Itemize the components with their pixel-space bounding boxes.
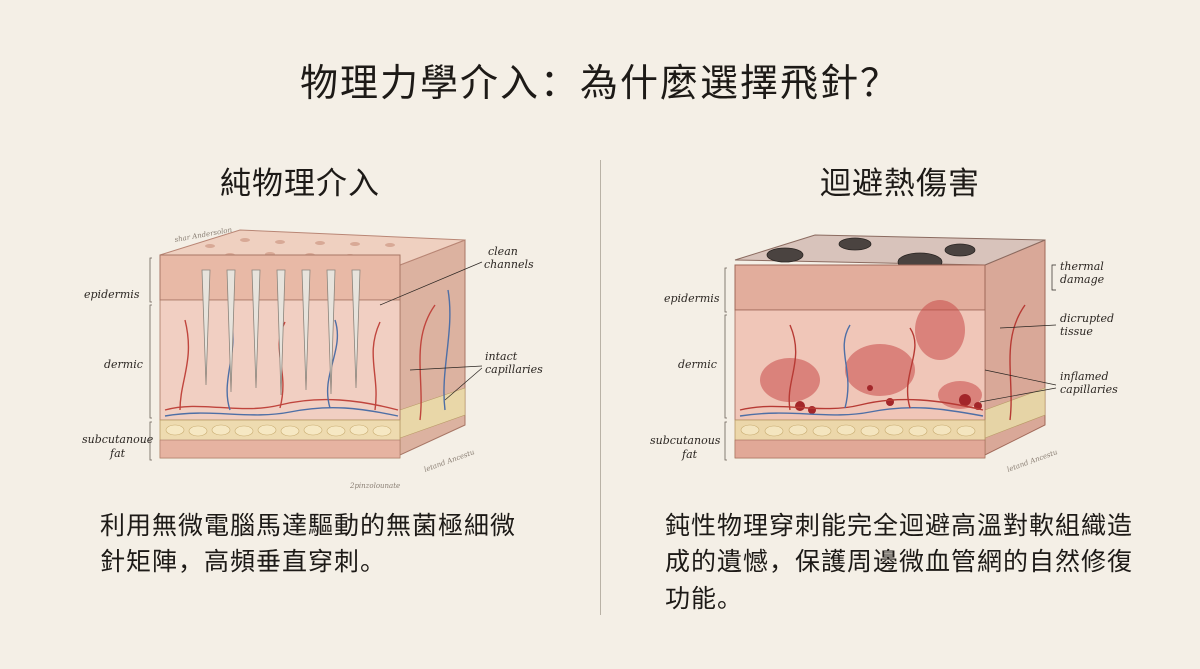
inflamed-regions bbox=[760, 300, 982, 409]
fascia-layer bbox=[159, 439, 401, 459]
capillaries bbox=[739, 304, 1026, 421]
artist-signature: letand Ancestu bbox=[1006, 448, 1059, 474]
thermal-damage-label-2: damage bbox=[1060, 273, 1105, 286]
artist-signature-3: letand Ancestu bbox=[423, 448, 476, 474]
dermis-label: dermic bbox=[104, 358, 143, 371]
intact-capillaries-label-1: intact bbox=[485, 350, 518, 363]
leader-lines bbox=[979, 264, 1057, 403]
thermal-damage-skin-diagram: epidermis dermic subcutanous fat thermal… bbox=[650, 234, 1118, 474]
fat-cells bbox=[740, 424, 976, 437]
layer-brackets bbox=[149, 257, 152, 461]
intact-capillaries-label-2: capillaries bbox=[485, 363, 543, 376]
column-divider bbox=[600, 160, 601, 615]
epidermis-label: epidermis bbox=[664, 292, 720, 305]
fat-label-line1: subcutanous bbox=[650, 434, 721, 447]
inflamed-capillaries-label-1: inflamed bbox=[1060, 370, 1108, 383]
thermal-damage-label-1: thermal bbox=[1060, 260, 1104, 273]
epidermis-label: epidermis bbox=[84, 288, 140, 301]
right-description: 鈍性物理穿刺能完全迴避高溫對軟組織造成的遺憾，保護周邊微血管網的自然修復功能。 bbox=[665, 511, 1134, 613]
disrupted-tissue-label-2: tissue bbox=[1060, 325, 1093, 338]
inflamed-capillaries-label-2: capillaries bbox=[1060, 383, 1118, 396]
microneedle-skin-diagram: epidermis dermic subcutanoue fat clean c… bbox=[82, 226, 543, 490]
left-description: 利用無微電腦馬達驅動的無菌極細微針矩陣，高頻垂直穿刺。 bbox=[100, 511, 517, 577]
dermis-label: dermic bbox=[678, 358, 717, 371]
fat-label-line2: fat bbox=[109, 447, 126, 460]
fat-label-line2: fat bbox=[681, 448, 698, 461]
page-title: 物理力學介入：為什麼選擇飛針？ bbox=[299, 61, 900, 105]
fat-label-line1: subcutanoue bbox=[82, 433, 154, 446]
clean-channels-label-1: clean bbox=[488, 245, 518, 258]
clean-channels-label-2: channels bbox=[484, 258, 534, 271]
disrupted-tissue-label-1: dicrupted bbox=[1060, 312, 1114, 325]
fat-cells bbox=[165, 424, 392, 437]
layer-brackets bbox=[724, 267, 727, 461]
left-heading: 純物理介入 bbox=[220, 166, 380, 202]
leader-lines bbox=[379, 261, 483, 401]
right-heading: 迴避熱傷害 bbox=[820, 166, 980, 202]
artist-signature-2: 2pinzolounate bbox=[349, 482, 400, 490]
fascia-layer bbox=[734, 439, 986, 459]
microneedles bbox=[201, 269, 361, 396]
